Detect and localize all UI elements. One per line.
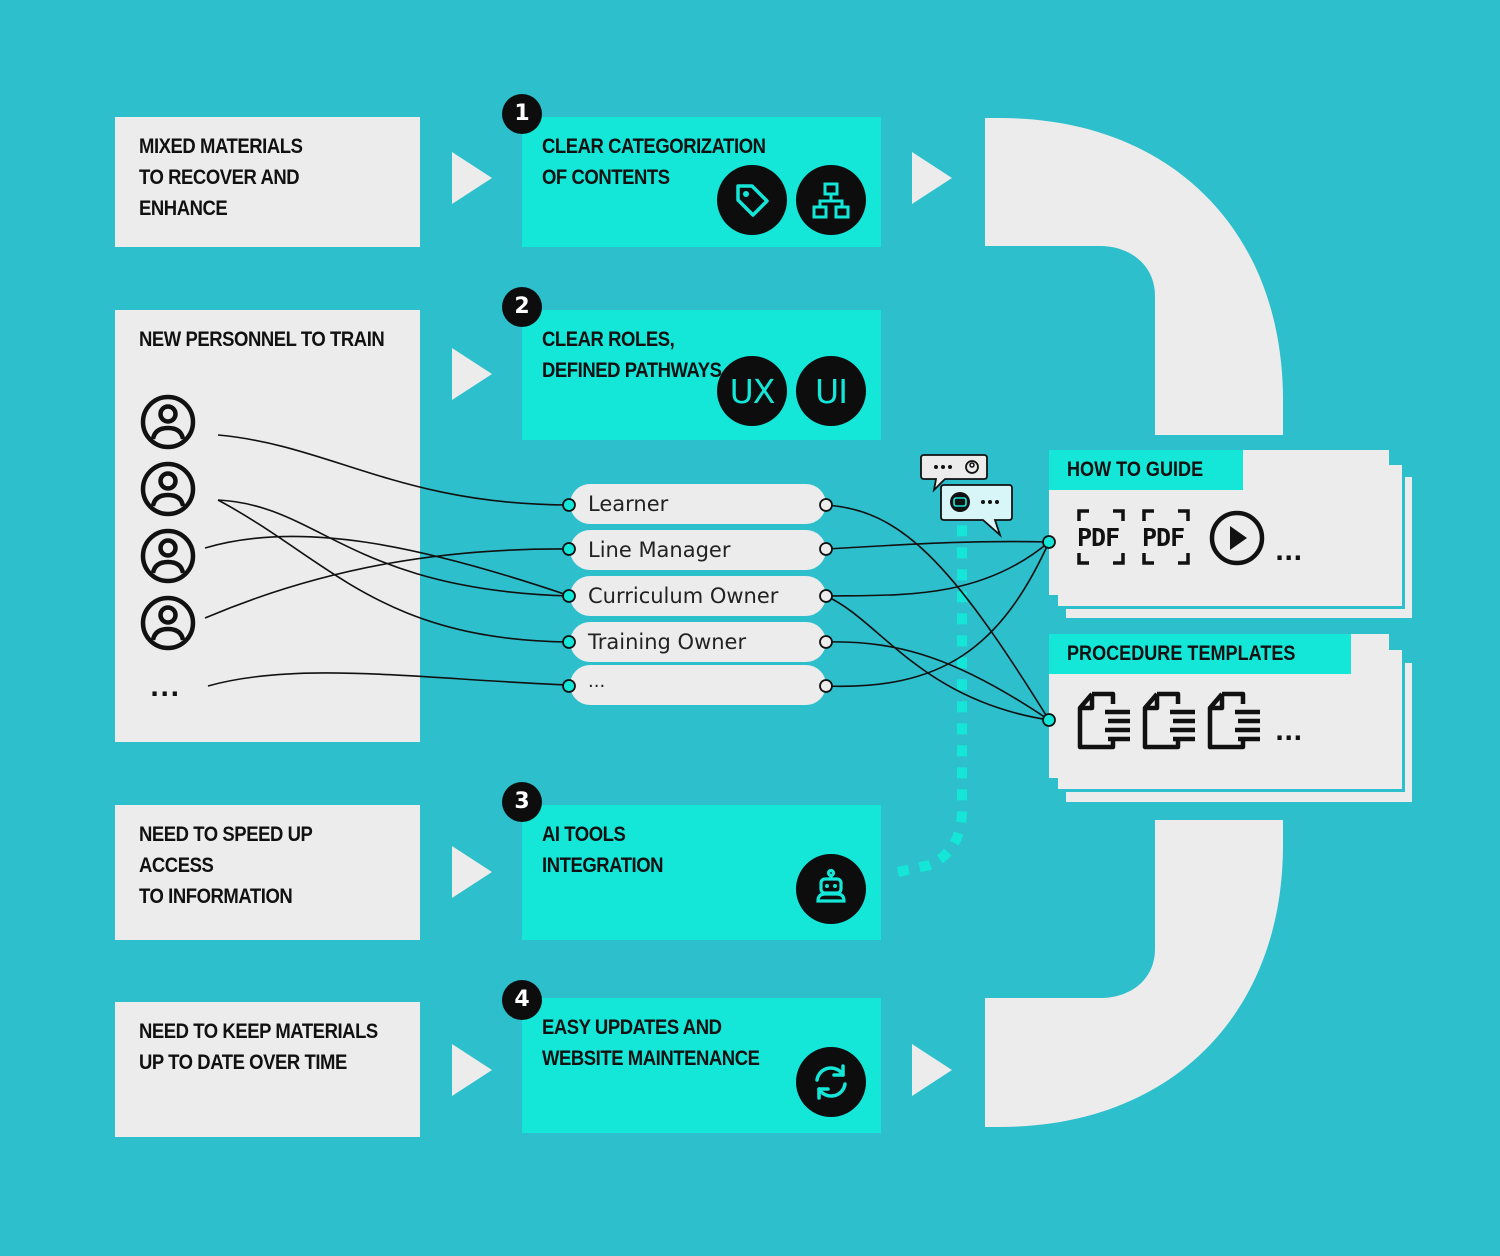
step-2-number: 2 (502, 287, 542, 327)
personnel-more: ... (150, 674, 181, 702)
person-icon (140, 461, 196, 517)
pdf-label-2: PDF (1142, 523, 1185, 552)
person-icon (140, 394, 196, 450)
tag-icon (717, 165, 787, 235)
play-icon (1209, 510, 1265, 566)
how-to-guide-title: HOW TO GUIDE (1067, 458, 1204, 481)
arrow-1 (452, 152, 492, 204)
new-personnel-text: NEW PERSONNEL TO TRAIN (139, 328, 385, 351)
robot-icon (796, 854, 866, 924)
mixed-materials-box: MIXED MATERIALS TO RECOVER AND ENHANCE (115, 117, 420, 247)
speed-access-box: NEED TO SPEED UP ACCESS TO INFORMATION (115, 805, 420, 940)
procedure-templates-title: PROCEDURE TEMPLATES (1067, 642, 1296, 665)
how-to-guide-tab: HOW TO GUIDE (1049, 450, 1244, 490)
procedure-templates-tab: PROCEDURE TEMPLATES (1049, 634, 1351, 674)
role-curriculum-owner-label: Curriculum Owner (588, 584, 779, 608)
role-learner-label: Learner (588, 492, 669, 516)
sitemap-icon (796, 165, 866, 235)
arrow-5 (912, 152, 952, 204)
arrow-3 (452, 846, 492, 898)
arrow-2 (452, 348, 492, 400)
step-1-title: CLEAR CATEGORIZATION OF CONTENTS (542, 135, 766, 189)
keep-updated-box: NEED TO KEEP MATERIALS UP TO DATE OVER T… (115, 1002, 420, 1137)
procedure-templates-card: PROCEDURE TEMPLATES (1049, 634, 1389, 778)
pdf-label-1: PDF (1077, 523, 1120, 552)
step-3-number: 3 (502, 782, 542, 822)
mixed-materials-text: MIXED MATERIALS TO RECOVER AND ENHANCE (139, 135, 303, 220)
step-2-title: CLEAR ROLES, DEFINED PATHWAYS (542, 328, 722, 382)
arrow-4 (452, 1044, 492, 1096)
ui-label: UI (815, 371, 848, 411)
role-learner: Learner (570, 484, 826, 524)
role-more-label: ... (588, 671, 606, 692)
step-1-box: CLEAR CATEGORIZATION OF CONTENTS (522, 117, 881, 247)
pdf-icon-2: PDF (1142, 509, 1190, 565)
pdf-icon-1: PDF (1077, 509, 1125, 565)
step-3-box: AI TOOLS INTEGRATION (522, 805, 881, 940)
document-icon (1142, 691, 1195, 750)
ai-dotted-line (896, 520, 967, 877)
ux-label: UX (729, 371, 776, 411)
step-4-title: EASY UPDATES AND WEBSITE MAINTENANCE (542, 1016, 760, 1070)
ui-badge: UI (796, 356, 866, 426)
templates-more: ... (1275, 718, 1303, 746)
guide-more: ... (1275, 538, 1303, 566)
role-curriculum-owner: Curriculum Owner (570, 576, 826, 616)
new-personnel-box: NEW PERSONNEL TO TRAIN (115, 310, 420, 742)
keep-updated-text: NEED TO KEEP MATERIALS UP TO DATE OVER T… (139, 1020, 378, 1074)
role-training-owner-label: Training Owner (588, 630, 747, 654)
step-4-number: 4 (502, 980, 542, 1020)
arrow-6 (912, 1044, 952, 1096)
step-4-box: EASY UPDATES AND WEBSITE MAINTENANCE (522, 998, 881, 1133)
document-icon (1077, 691, 1130, 750)
speed-access-text: NEED TO SPEED UP ACCESS TO INFORMATION (139, 823, 313, 908)
document-icon (1207, 691, 1260, 750)
person-icon (140, 528, 196, 584)
chat-bubble-user (920, 454, 988, 493)
role-more: ... (570, 665, 826, 705)
role-line-manager-label: Line Manager (588, 538, 731, 562)
person-icon (140, 595, 196, 651)
step-3-title: AI TOOLS INTEGRATION (542, 823, 664, 877)
step-1-number: 1 (502, 94, 542, 134)
refresh-icon (796, 1047, 866, 1117)
role-line-manager: Line Manager (570, 530, 826, 570)
ux-badge: UX (717, 356, 787, 426)
step-2-box: CLEAR ROLES, DEFINED PATHWAYS UX UI (522, 310, 881, 440)
chat-bubble-bot (940, 484, 1013, 538)
role-training-owner: Training Owner (570, 622, 826, 662)
